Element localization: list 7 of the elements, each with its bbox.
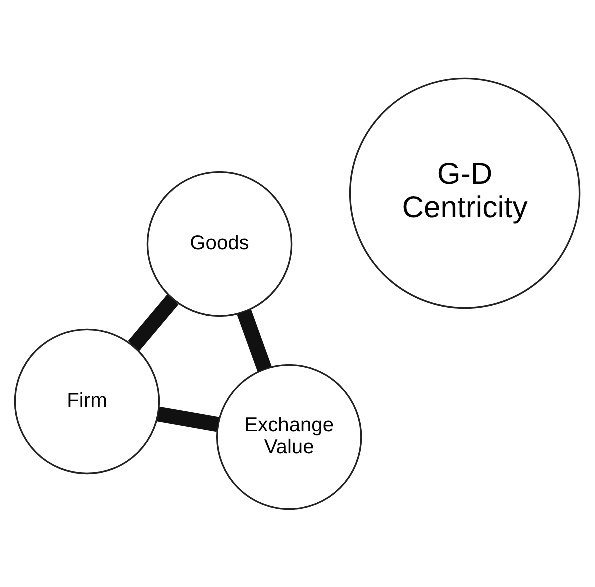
node-circle: G-D Centricity: [349, 77, 581, 309]
connector: [157, 406, 220, 432]
node-circle: Exchange Value: [216, 364, 362, 510]
connector: [237, 309, 272, 372]
node-circle: Goods: [146, 170, 293, 317]
node-circle: Firm: [14, 328, 160, 474]
connector: [128, 294, 179, 350]
